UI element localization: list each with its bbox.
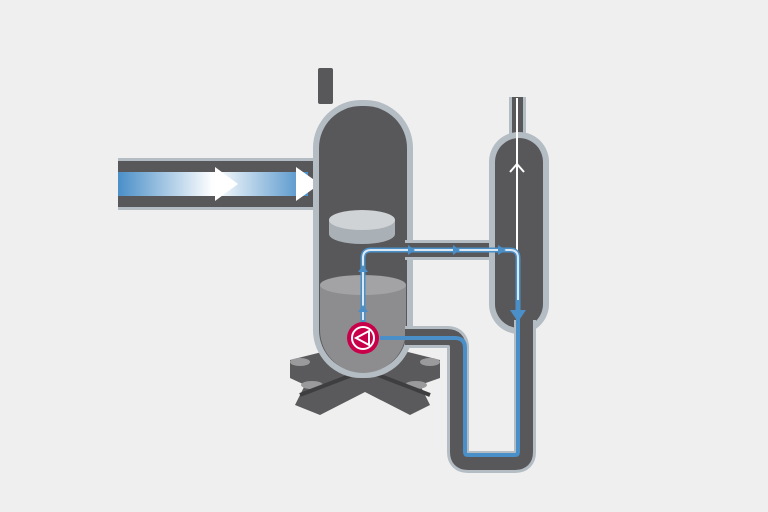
separator-disk (329, 210, 395, 230)
oil-separator (489, 97, 549, 334)
flow-arrow-icon (408, 245, 415, 255)
pump-icon (347, 322, 379, 354)
inlet-pipe (118, 158, 323, 210)
flow-arrow-icon (296, 167, 320, 201)
flow-arrow-icon (453, 245, 460, 255)
flow-arrow-icon (509, 162, 525, 173)
flow-arrow-icon (498, 245, 506, 255)
flow-arrow-icon (358, 265, 368, 272)
flow-arrow-icon (215, 167, 238, 201)
flow-lines (358, 245, 526, 457)
flow-arrow-icon (358, 305, 368, 312)
top-stub (318, 68, 333, 104)
flow-arrow-icon (510, 310, 526, 322)
